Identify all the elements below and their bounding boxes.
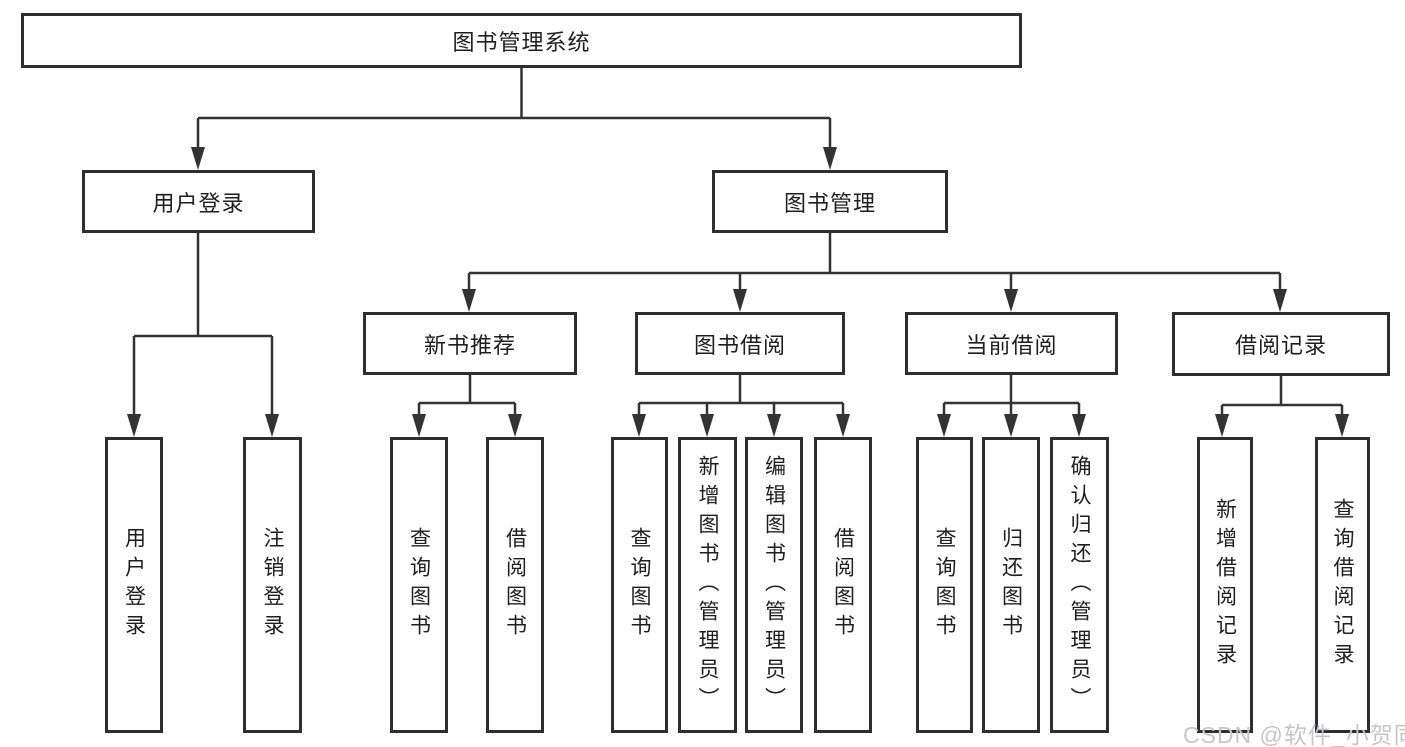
leaf-confirm-return-admin: 确认归还（管理员） (1050, 437, 1109, 733)
leaf-user-login-label: 用户登录 (122, 527, 146, 643)
leaf-query-borrow-record-label: 查询借阅记录 (1331, 498, 1354, 672)
node-book-mgmt: 图书管理 (712, 170, 948, 233)
leaf-query-books-2: 查询图书 (611, 437, 668, 733)
node-borrow-records: 借阅记录 (1172, 312, 1390, 376)
node-current-borrow: 当前借阅 (905, 312, 1118, 375)
node-book-borrow: 图书借阅 (635, 312, 845, 375)
leaf-add-borrow-record: 新增借阅记录 (1197, 437, 1253, 733)
node-root: 图书管理系统 (21, 13, 1022, 68)
connector-borrow-records-children (1220, 376, 1344, 414)
connector-book-borrow-children (637, 375, 845, 414)
connector-current-borrow-children (942, 375, 1081, 414)
node-current-borrow-label: 当前借阅 (965, 332, 1058, 358)
connector-root-to-level2 (196, 68, 832, 148)
node-borrow-records-label: 借阅记录 (1234, 333, 1327, 358)
node-book-mgmt-label: 图书管理 (783, 190, 876, 216)
node-book-borrow-label: 图书借阅 (693, 332, 786, 358)
node-new-book-rec-label: 新书推荐 (423, 332, 516, 358)
watermark: CSDN @软件_小贺同学 (1183, 722, 1405, 747)
leaf-query-books-2-label: 查询图书 (628, 527, 651, 643)
leaf-edit-books-admin-label: 编辑图书（管理员） (762, 454, 786, 716)
leaf-return-books-label: 归还图书 (999, 527, 1023, 643)
leaf-borrow-books-1: 借阅图书 (486, 437, 544, 733)
leaf-borrow-books-1-label: 借阅图书 (503, 527, 527, 643)
leaf-query-borrow-record: 查询借阅记录 (1315, 437, 1370, 733)
leaf-return-books: 归还图书 (982, 437, 1040, 733)
node-root-label: 图书管理系统 (452, 29, 591, 55)
leaf-add-books-admin: 新增图书（管理员） (678, 437, 737, 733)
leaf-borrow-books-2-label: 借阅图书 (831, 527, 855, 643)
connector-user-login-children (132, 233, 274, 414)
leaf-logout: 注销登录 (243, 437, 302, 733)
leaf-query-books-3: 查询图书 (916, 437, 973, 733)
node-user-login: 用户登录 (82, 170, 315, 233)
connector-book-mgmt-children (467, 233, 1282, 289)
leaf-query-books-1: 查询图书 (390, 437, 448, 733)
leaf-add-books-admin-label: 新增图书（管理员） (696, 454, 719, 716)
leaf-user-login: 用户登录 (105, 437, 163, 733)
leaf-logout-label: 注销登录 (261, 527, 284, 643)
leaf-borrow-books-2: 借阅图书 (814, 437, 872, 733)
leaf-query-books-1-label: 查询图书 (407, 527, 431, 643)
connector-new-book-rec-children (417, 375, 517, 414)
leaf-edit-books-admin: 编辑图书（管理员） (745, 437, 803, 733)
arrowheads (127, 147, 1349, 437)
node-user-login-label: 用户登录 (152, 190, 245, 216)
leaf-add-borrow-record-label: 新增借阅记录 (1213, 498, 1237, 672)
node-new-book-rec: 新书推荐 (363, 312, 577, 375)
leaf-query-books-3-label: 查询图书 (933, 527, 956, 643)
leaf-confirm-return-admin-label: 确认归还（管理员） (1068, 454, 1091, 716)
